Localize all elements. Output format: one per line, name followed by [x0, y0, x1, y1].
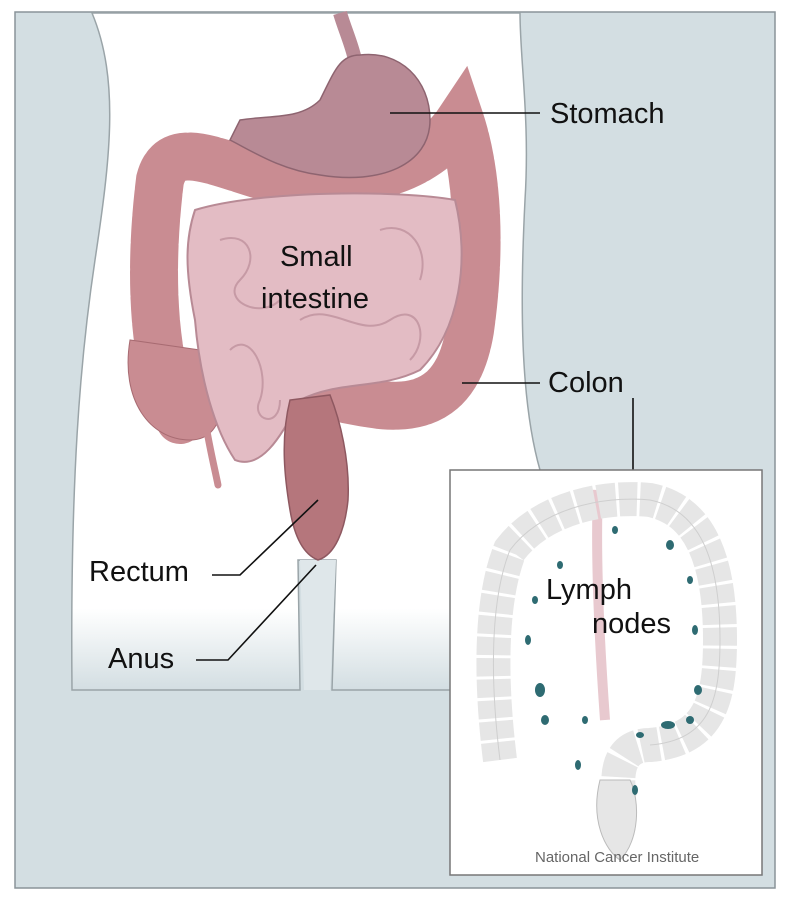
label-anus: Anus — [108, 643, 175, 675]
appendix — [201, 416, 222, 489]
anus-canal — [300, 560, 336, 690]
label-lymph-nodes-line1: Lymph — [546, 574, 632, 606]
stomach — [228, 53, 431, 179]
label-rectum: Rectum — [89, 556, 189, 588]
colon — [130, 65, 501, 444]
inset-lymph-nodes — [449, 469, 763, 876]
small-intestine — [186, 192, 463, 463]
label-lymph-nodes-line2: nodes — [592, 608, 672, 640]
label-small-intestine-line1: Small — [280, 241, 353, 273]
intestine-folds — [219, 227, 424, 420]
rectum — [283, 394, 350, 561]
label-stomach: Stomach — [550, 98, 665, 130]
label-small-intestine-line2: intestine — [261, 283, 370, 315]
label-colon: Colon — [548, 367, 624, 399]
lymph-node-dots — [525, 526, 702, 795]
credit-text: National Cancer Institute — [535, 849, 700, 866]
